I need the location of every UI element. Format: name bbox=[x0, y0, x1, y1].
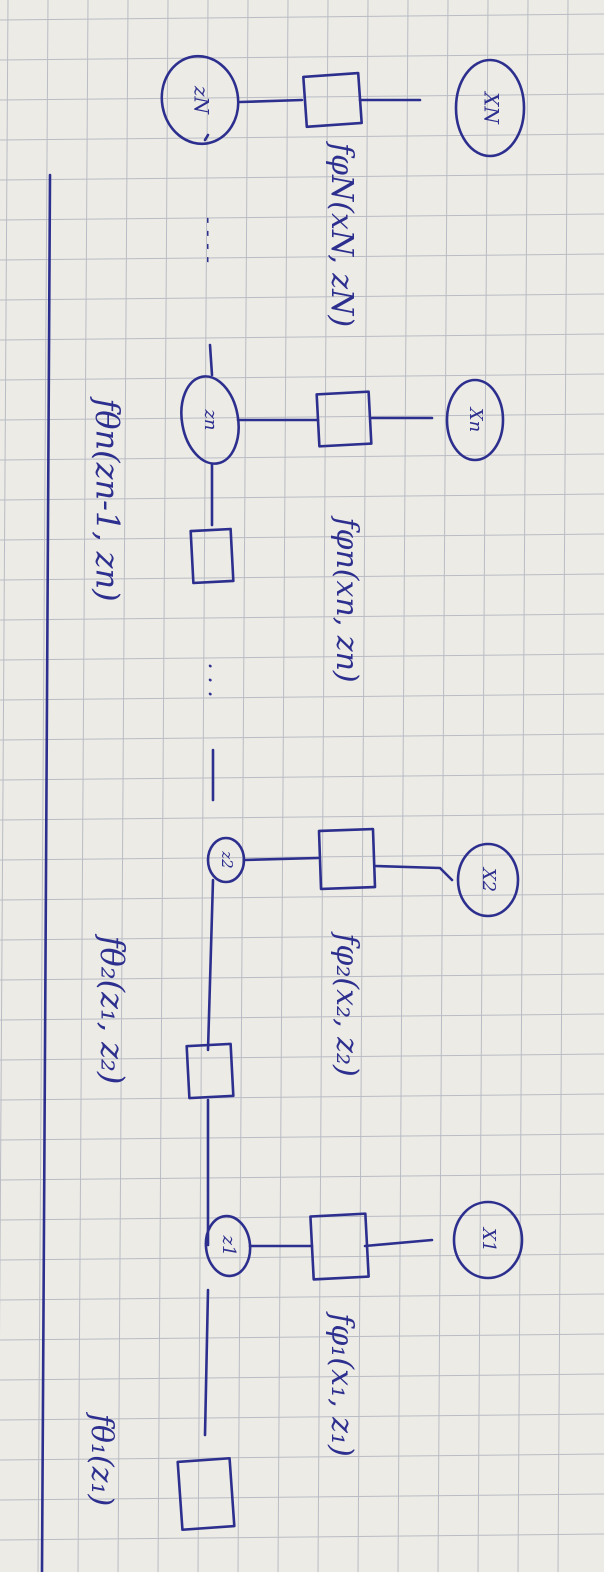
prior-factor-label: fθ₁(z₁) bbox=[84, 1412, 119, 1506]
grid-line bbox=[357, 0, 369, 1572]
observed-node-label: XN bbox=[480, 90, 504, 125]
grid-line bbox=[0, 653, 604, 661]
grid-line bbox=[0, 1493, 604, 1501]
grid-line bbox=[277, 0, 289, 1572]
grid-line bbox=[0, 293, 604, 301]
grid-line bbox=[0, 213, 604, 221]
transition-factor-label: fθn(zn-1, zn) bbox=[89, 396, 127, 601]
observed-node-x2: X2 bbox=[456, 842, 520, 918]
grid-line bbox=[0, 693, 604, 701]
observed-node-label: Xn bbox=[465, 406, 486, 432]
chain-edge bbox=[203, 1288, 210, 1437]
chain-node-zN: zN bbox=[160, 54, 240, 146]
grid-line bbox=[0, 773, 604, 781]
grid-line bbox=[0, 1293, 604, 1301]
grid-line bbox=[37, 0, 49, 1572]
grid-line bbox=[237, 0, 249, 1572]
grid-line bbox=[77, 0, 89, 1572]
grid-line bbox=[0, 973, 604, 981]
grid-line bbox=[0, 1173, 604, 1181]
emission-edge bbox=[373, 864, 454, 882]
chain-node-label: z2 bbox=[218, 850, 236, 868]
grid-line bbox=[517, 0, 529, 1572]
chain-node-z1: z1 bbox=[204, 1214, 252, 1278]
emission-edge bbox=[238, 98, 304, 104]
emission-factor-square bbox=[315, 390, 373, 448]
emission-factor-label: fφN(xN, zN) bbox=[324, 141, 359, 327]
chain-node-label: zN bbox=[190, 85, 214, 116]
grid-line bbox=[477, 0, 489, 1572]
grid-line bbox=[0, 893, 604, 901]
grid-line bbox=[0, 373, 604, 381]
observed-node-label: X2 bbox=[478, 866, 499, 892]
chain-node-label: z1 bbox=[218, 1235, 239, 1257]
grid-line bbox=[0, 1093, 604, 1101]
grid-line bbox=[157, 0, 169, 1572]
chain-edge bbox=[206, 878, 215, 1052]
chain-node-label: zn bbox=[200, 408, 221, 430]
grid-line bbox=[0, 733, 604, 741]
emission-factor-square bbox=[309, 1212, 370, 1281]
chain-node-zn: zn bbox=[180, 375, 240, 465]
grid-line bbox=[317, 0, 329, 1572]
grid-line bbox=[0, 1133, 604, 1141]
grid-line bbox=[0, 1373, 604, 1381]
grid-line bbox=[0, 93, 604, 101]
grid-line bbox=[0, 13, 604, 21]
chain-ellipsis: . . . bbox=[203, 663, 228, 698]
emission-factor-label: fφn(xn, zn) bbox=[329, 515, 364, 682]
margin-line bbox=[40, 173, 52, 1572]
grid-line bbox=[0, 533, 604, 541]
grid-line bbox=[0, 573, 604, 581]
grid-line bbox=[0, 133, 604, 141]
chain-edges bbox=[203, 133, 215, 1437]
emission-edge bbox=[363, 1238, 434, 1248]
chain-edge bbox=[208, 343, 214, 377]
grid-line bbox=[0, 493, 604, 501]
emission-factor-label: fφ₂(x₂, z₂) bbox=[329, 931, 364, 1076]
transition-factor-square bbox=[189, 527, 235, 585]
grid-line bbox=[0, 333, 604, 341]
grid-line bbox=[197, 0, 209, 1572]
observed-node-xn: Xn bbox=[445, 378, 505, 462]
chain-edge bbox=[203, 133, 210, 142]
emission-factor-square bbox=[317, 827, 377, 891]
observed-node-label: X1 bbox=[478, 1226, 499, 1252]
grid-line bbox=[0, 613, 604, 621]
observed-node-xN: XN bbox=[454, 58, 526, 158]
grid-line bbox=[0, 1013, 604, 1021]
transition-factor-square bbox=[185, 1042, 235, 1100]
grid-line bbox=[0, 853, 604, 861]
grid-line bbox=[0, 53, 604, 61]
chain-node-z2: z2 bbox=[206, 836, 246, 884]
prior-factor-square bbox=[176, 1456, 236, 1532]
grid-line bbox=[0, 1253, 604, 1261]
grid-line bbox=[0, 1213, 604, 1221]
grid-line bbox=[0, 933, 604, 941]
emission-factor-label: fφ₁(x₁, z₁) bbox=[324, 1311, 359, 1456]
grid-line bbox=[0, 1053, 604, 1061]
transition-factor-label: fθ₂(z₁, z₂) bbox=[94, 934, 132, 1085]
emission-edges bbox=[236, 98, 454, 1248]
grid-line bbox=[0, 1453, 604, 1461]
grid-line bbox=[437, 0, 449, 1572]
grid-line bbox=[0, 453, 604, 461]
grid-line bbox=[0, 1413, 604, 1421]
observed-node-x1: X1 bbox=[452, 1200, 524, 1280]
emission-factor-square bbox=[302, 71, 363, 129]
grid-line bbox=[0, 253, 604, 261]
grid-line bbox=[0, 813, 604, 821]
emission-edge bbox=[242, 856, 320, 862]
grid-line bbox=[117, 0, 129, 1572]
chain-ellipsis-right: - - - - bbox=[198, 217, 222, 263]
grid-line bbox=[557, 0, 569, 1572]
grid-line bbox=[0, 1333, 604, 1341]
grid-line bbox=[0, 173, 604, 181]
grid-line bbox=[397, 0, 409, 1572]
grid-line bbox=[0, 1533, 604, 1541]
grid-line bbox=[0, 0, 9, 1337]
